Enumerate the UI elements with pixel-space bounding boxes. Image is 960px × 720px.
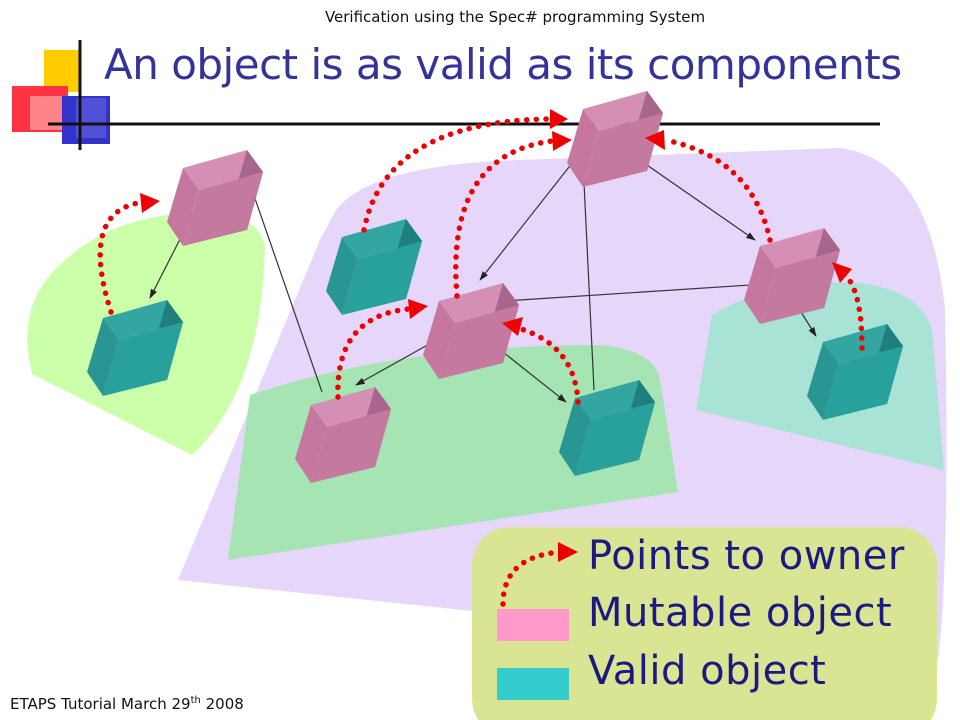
legend-mutable-object: Mutable object [588,590,893,636]
owner-arrow-heads [140,109,852,562]
footer-superscript: th [190,695,201,706]
footer-suffix: 2008 [200,695,244,713]
legend-box [472,527,937,720]
slide-header: Verification using the Spec# programming… [324,8,706,26]
legend-valid-object: Valid object [588,648,827,694]
footer-prefix: ETAPS Tutorial March 29 [10,695,191,713]
legend-points-to-owner: Points to owner [588,533,905,579]
slide-footer: ETAPS Tutorial March 29th 2008 [10,695,244,713]
legend-mutable-swatch [497,609,569,641]
corner-logo-icon [12,40,880,150]
reference-arrows [149,137,817,403]
legend-valid-swatch [497,668,569,700]
slide-title: An object is as valid as its components [104,40,902,89]
